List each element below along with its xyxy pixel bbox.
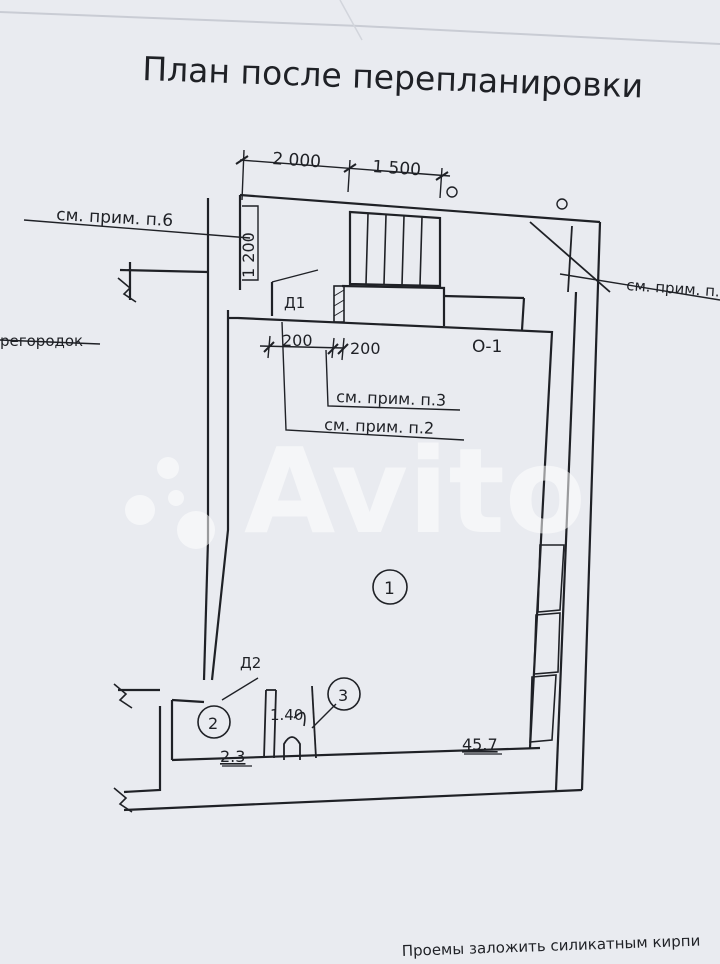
room-2-number: 2 <box>208 714 218 733</box>
break-mark <box>117 277 137 303</box>
left-outer-wall-lower <box>202 539 210 681</box>
partition-hatch-lines <box>333 289 345 317</box>
dimension-lines <box>235 149 451 361</box>
dim-top-line <box>239 159 451 177</box>
room-1-circle <box>372 569 408 605</box>
door-d2-swing <box>221 677 259 701</box>
partition-label: регородок <box>0 332 83 350</box>
stair-steps <box>365 213 423 286</box>
watermark-text: Avito <box>244 422 586 560</box>
dim-small-right: 200 <box>350 339 381 358</box>
bottom-outer-wall <box>123 788 583 812</box>
note-3-label: см. прим. п.3 <box>336 387 447 410</box>
right-inner-wall <box>554 291 578 791</box>
plan-lines <box>113 193 611 813</box>
leader-note-right <box>559 273 720 301</box>
window-panel <box>537 544 565 613</box>
break-mark <box>113 787 133 813</box>
room-2-area: 2.3 <box>220 747 245 766</box>
leader-room-3 <box>311 703 337 729</box>
watermark-dot <box>125 495 155 525</box>
door-d1-label: Д1 <box>284 294 305 312</box>
bath-partition <box>263 689 277 759</box>
bottom-inner-wall <box>171 746 541 762</box>
toilet-symbol <box>283 736 301 760</box>
watermark-dot <box>157 457 179 479</box>
leader-lines <box>0 219 720 729</box>
stair-block <box>348 210 442 288</box>
window-panel <box>529 674 557 743</box>
right-outer-wall <box>580 221 602 791</box>
chimney-side <box>567 225 573 293</box>
room-3-number: 3 <box>338 686 348 705</box>
leader-partition <box>0 339 101 345</box>
window-label: О-1 <box>472 337 502 357</box>
dim-top-left: 2 000 <box>272 149 322 172</box>
note-2-label: см. прим. п.2 <box>324 415 435 438</box>
lower-left-wall <box>123 706 162 794</box>
watermark: Avito <box>125 422 586 560</box>
dim-vertical: 1 200 <box>239 232 258 278</box>
room-1-number: 1 <box>384 579 395 599</box>
paper-crease <box>339 0 363 41</box>
room-2-circle <box>197 705 231 739</box>
stair-landing <box>341 284 446 326</box>
room-1-area: 45.7 <box>462 735 498 754</box>
dim-small-ticks <box>263 341 349 355</box>
dim-small-left: 200 <box>282 331 313 350</box>
door-d2-label: Д2 <box>240 654 261 672</box>
break-mark <box>113 683 133 709</box>
bath-right-wall <box>311 685 317 759</box>
leader-note-3 <box>325 349 461 411</box>
paper-fold <box>0 11 720 45</box>
leader-note-6 <box>23 219 251 239</box>
landing-right <box>520 297 526 331</box>
room-3-circle <box>327 677 361 711</box>
leader-note-2 <box>281 321 465 441</box>
sink-symbol <box>293 711 306 727</box>
upper-left-stub <box>119 268 209 274</box>
window-panel <box>533 612 561 675</box>
room-3-area: 1.40 <box>270 706 303 724</box>
dim-top-right: 1 500 <box>372 157 422 180</box>
left-inner-wall <box>210 310 230 681</box>
partition-hatch <box>333 285 345 323</box>
watermark-dot <box>177 511 215 549</box>
watermark-dot <box>168 490 184 506</box>
marker-circle <box>556 198 568 210</box>
marker-circle <box>446 186 458 198</box>
wc-top-wall <box>171 698 205 704</box>
area-underlines <box>222 753 502 767</box>
dim-vertical-box <box>242 205 259 281</box>
top-outer-wall <box>239 193 601 224</box>
dim-top-ticks <box>235 155 449 181</box>
dim-small-line <box>259 345 345 349</box>
landing-top <box>443 294 525 300</box>
door-d1-swing <box>271 269 319 283</box>
